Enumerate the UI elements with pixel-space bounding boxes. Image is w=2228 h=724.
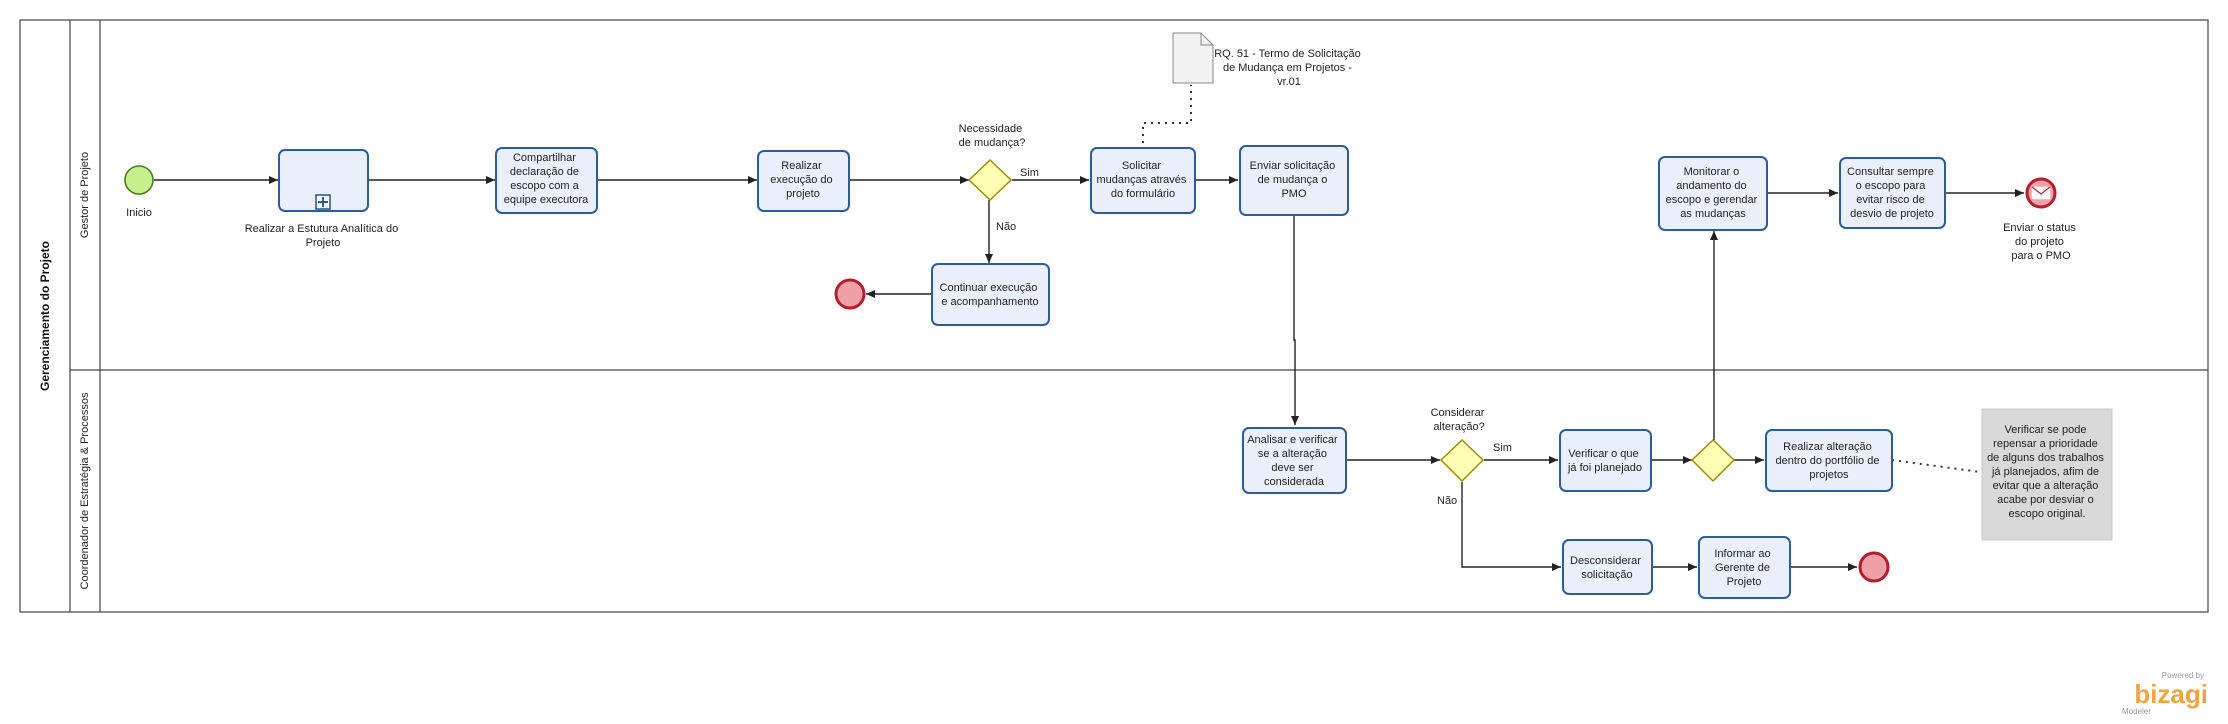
pool: Gerenciamento do Projeto Gestor de Proje… — [19, 19, 2209, 613]
task-compartilhar-label: Compartilhar declaração de escopo com a … — [504, 152, 589, 206]
annotation-box — [1981, 408, 2113, 541]
association-annotation — [1891, 459, 1981, 473]
flow-enviar-analisar — [1291, 215, 1299, 425]
task-box[interactable] — [1839, 157, 1946, 229]
task-box[interactable] — [757, 150, 850, 212]
task-realizar-alteracao[interactable]: Realizar alteração dentro do portfólio d… — [1765, 429, 1893, 492]
task-desconsiderar[interactable]: Desconsiderar solicitação — [1562, 539, 1653, 595]
task-compartilhar[interactable]: Compartilhar declaração de escopo com a … — [495, 147, 598, 214]
gateway-necessidade-sim: Sim — [1020, 167, 1039, 179]
end-message-label: Enviar o status do projeto para o PMO — [2003, 222, 2079, 262]
task-realizar-execucao-label: Realizar execução do projeto — [770, 160, 835, 200]
end-event-informar[interactable] — [1858, 551, 1890, 583]
task-continuar-label: Continuar execução e acompanhamento — [940, 282, 1041, 308]
modeler-text: Modeler — [2122, 707, 2151, 716]
task-continuar[interactable]: Continuar execução e acompanhamento — [931, 263, 1050, 326]
task-verificar-label: Verificar o que já foi planejado — [1567, 448, 1642, 474]
task-consultar-label: Consultar sempre o escopo para evitar ri… — [1847, 166, 1937, 220]
bizagi-branding: Powered by bizagi Modeler — [2122, 671, 2208, 716]
task-box[interactable] — [1090, 147, 1196, 214]
task-analisar-label: Analisar e verificar se a alteração deve… — [1247, 434, 1341, 488]
task-realizar-execucao[interactable]: Realizar execução do projeto — [757, 150, 850, 212]
gateway-diamond[interactable] — [1439, 438, 1485, 483]
subprocess-box[interactable] — [278, 149, 369, 212]
subprocess-eap[interactable]: Realizar a Estutura Analítica do Projeto — [245, 149, 402, 249]
gateway-necessidade-label: Necessidade de mudança? — [959, 123, 1026, 149]
task-consultar[interactable]: Consultar sempre o escopo para evitar ri… — [1839, 157, 1946, 229]
gateway-considerar-label: Considerar alteração? — [1431, 407, 1488, 433]
gateway-necessidade-nao: Não — [996, 221, 1016, 233]
task-informar-label: Informar ao Gerente de Projeto — [1714, 548, 1773, 588]
start-event-label: Inicio — [126, 207, 152, 219]
pool-border — [19, 19, 2209, 613]
start-event[interactable] — [124, 165, 154, 195]
task-enviar-pmo[interactable]: Enviar solicitação de mudança o PMO — [1239, 145, 1349, 216]
document-icon[interactable] — [1172, 32, 1214, 84]
task-box[interactable] — [1658, 156, 1768, 231]
lane-label-coordenador: Coordenador de Estratégia & Processos — [79, 392, 91, 589]
sequence-flows — [154, 176, 2024, 571]
task-informar[interactable]: Informar ao Gerente de Projeto — [1698, 536, 1791, 599]
gateway-considerar-nao: Não — [1437, 495, 1457, 507]
task-analisar[interactable]: Analisar e verificar se a alteração deve… — [1242, 427, 1347, 494]
gateway-considerar[interactable]: Considerar alteração? Sim Não — [1431, 407, 1512, 507]
gateway-parallel[interactable] — [1690, 438, 1736, 483]
data-object-rq51[interactable]: RQ. 51 - Termo de Solicitação de Mudança… — [1172, 32, 1364, 88]
association-document — [1142, 85, 1192, 150]
end-event-continuar[interactable] — [834, 278, 866, 310]
task-verificar[interactable]: Verificar o que já foi planejado — [1559, 429, 1652, 492]
task-realizar-alteracao-label: Realizar alteração dentro do portfólio d… — [1775, 441, 1882, 481]
annotation-text: Verificar se pode repensar a prioridade … — [1987, 424, 2107, 520]
bizagi-logo: bizagi — [2134, 679, 2208, 709]
task-box[interactable] — [1239, 145, 1349, 216]
task-monitorar[interactable]: Monitorar o andamento do escopo e gerend… — [1658, 156, 1768, 231]
flow-gateway-desconsiderar — [1461, 482, 1561, 571]
pool-title: Gerenciamento do Projeto — [38, 241, 52, 391]
task-solicitar[interactable]: Solicitar mudanças através do formulário — [1090, 147, 1196, 214]
task-box[interactable] — [495, 147, 598, 214]
task-solicitar-label: Solicitar mudanças através do formulário — [1097, 160, 1190, 200]
task-box[interactable] — [1559, 429, 1652, 492]
task-box[interactable] — [1698, 536, 1791, 599]
gateway-necessidade[interactable]: Necessidade de mudança? Sim Não — [959, 123, 1039, 233]
end-event-message[interactable]: Enviar o status do projeto para o PMO — [2003, 177, 2079, 262]
task-box[interactable] — [1242, 427, 1347, 494]
powered-by-text: Powered by — [2162, 671, 2204, 680]
data-object-label: RQ. 51 - Termo de Solicitação de Mudança… — [1214, 48, 1364, 88]
task-box[interactable] — [1562, 539, 1653, 595]
lane-label-gestor: Gestor de Projeto — [79, 152, 91, 238]
task-monitorar-label: Monitorar o andamento do escopo e gerend… — [1666, 166, 1761, 220]
envelope-flap — [2031, 186, 2051, 195]
document-fold — [1200, 33, 1213, 46]
gateway-diamond[interactable] — [967, 158, 1013, 202]
task-box[interactable] — [931, 263, 1050, 326]
task-desconsiderar-label: Desconsiderar solicitação — [1570, 555, 1644, 581]
task-box[interactable] — [1765, 429, 1893, 492]
gateway-considerar-sim: Sim — [1493, 442, 1512, 454]
task-enviar-pmo-label: Enviar solicitação de mudança o PMO — [1250, 160, 1339, 200]
subprocess-eap-label: Realizar a Estutura Analítica do Projeto — [245, 223, 402, 249]
text-annotation: Verificar se pode repensar a prioridade … — [1981, 408, 2113, 541]
